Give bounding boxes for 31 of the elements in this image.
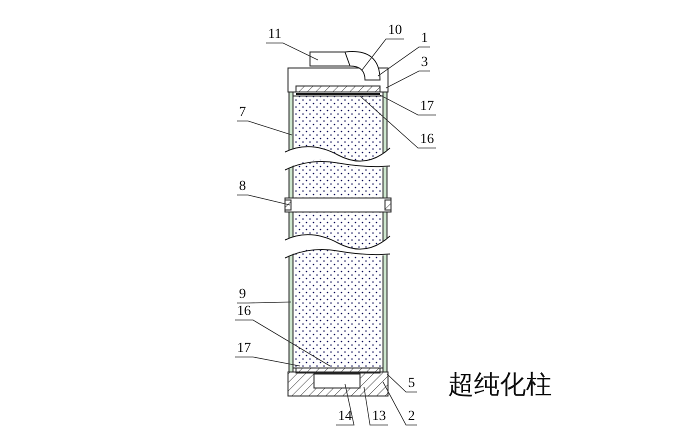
leader-line xyxy=(382,382,418,426)
leader-line xyxy=(234,320,330,366)
leader-line xyxy=(236,194,290,206)
leader-line xyxy=(236,302,292,304)
leader-line xyxy=(386,70,430,88)
leader-line xyxy=(364,386,388,426)
callout-number: 5 xyxy=(408,377,415,391)
leader-line xyxy=(236,120,292,136)
caption-title: 超纯化柱 xyxy=(448,370,552,400)
callout-number: 16 xyxy=(420,133,434,147)
callout-number: 3 xyxy=(421,56,428,70)
leader-line xyxy=(266,42,318,60)
callout-number: 13 xyxy=(372,410,386,424)
leader-line xyxy=(234,356,300,366)
callout-number: 2 xyxy=(408,410,415,424)
leader-line xyxy=(380,94,436,116)
leader-line xyxy=(336,384,354,426)
leader-line xyxy=(378,46,430,76)
leader-line xyxy=(386,374,418,392)
callout-number: 17 xyxy=(237,342,251,356)
callout-number: 16 xyxy=(237,305,251,319)
callout-number: 9 xyxy=(239,288,246,302)
callout-number: 10 xyxy=(388,24,402,38)
leader-line xyxy=(360,96,436,148)
callout-number: 17 xyxy=(420,100,434,114)
callout-number: 8 xyxy=(239,180,246,194)
callout-number: 7 xyxy=(239,106,246,120)
leader-line xyxy=(362,38,404,70)
callout-number: 14 xyxy=(338,410,352,424)
callout-number: 11 xyxy=(268,28,282,42)
callout-number: 1 xyxy=(421,32,428,46)
